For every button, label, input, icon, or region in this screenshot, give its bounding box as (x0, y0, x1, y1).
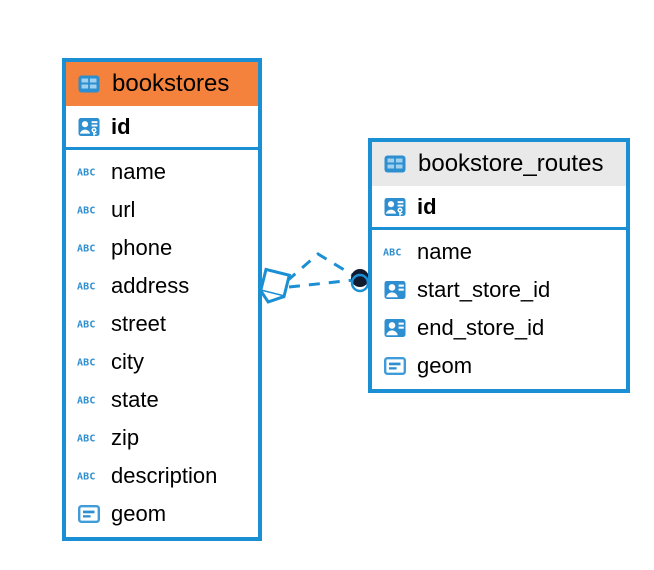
field-label: state (111, 387, 159, 412)
foreign-key-icon (382, 277, 408, 303)
field-row-name[interactable]: ABC name (372, 233, 626, 271)
svg-text:ABC: ABC (77, 358, 96, 369)
text-abc-icon: ABC (76, 273, 102, 299)
table-icon (76, 71, 102, 97)
foreign-key-icon (382, 315, 408, 341)
text-abc-icon: ABC (382, 239, 408, 265)
entity-header-bookstore-routes[interactable]: bookstore_routes (372, 142, 626, 186)
svg-text:ABC: ABC (77, 396, 96, 407)
entity-header-bookstores[interactable]: bookstores (66, 62, 258, 106)
relationship-source-diamond (258, 267, 292, 304)
primary-key-icon (76, 114, 102, 140)
field-row-address[interactable]: ABC address (66, 267, 258, 305)
relationship-branch-upper (286, 252, 357, 283)
field-list-bookstore-routes: ABC name start_store_id (372, 230, 626, 389)
field-label: phone (111, 235, 173, 260)
field-row-geom[interactable]: geom (66, 495, 258, 533)
primary-key-icon (382, 194, 408, 220)
relationship-target-ring (350, 273, 370, 293)
field-row-description[interactable]: ABC description (66, 457, 258, 495)
field-label: geom (111, 501, 167, 526)
field-label: description (111, 463, 218, 488)
svg-text:ABC: ABC (77, 244, 96, 255)
field-label: address (111, 273, 190, 298)
svg-text:ABC: ABC (77, 168, 96, 179)
field-row-state[interactable]: ABC state (66, 381, 258, 419)
table-icon (382, 151, 408, 177)
svg-text:ABC: ABC (77, 206, 96, 217)
svg-text:ABC: ABC (77, 320, 96, 331)
field-label: id (417, 193, 437, 219)
field-row-url[interactable]: ABC url (66, 191, 258, 229)
field-label: id (111, 113, 131, 139)
field-row-id[interactable]: id (372, 186, 626, 230)
svg-text:ABC: ABC (77, 472, 96, 483)
field-label: geom (417, 353, 473, 378)
field-label: name (417, 239, 473, 264)
field-row-phone[interactable]: ABC phone (66, 229, 258, 267)
text-abc-icon: ABC (76, 235, 102, 261)
field-row-end-store-id[interactable]: end_store_id (372, 309, 626, 347)
field-row-geom[interactable]: geom (372, 347, 626, 385)
text-abc-icon: ABC (76, 425, 102, 451)
field-row-id[interactable]: id (66, 106, 258, 150)
geometry-icon (76, 501, 102, 527)
geometry-icon (382, 353, 408, 379)
field-label: city (111, 349, 144, 374)
field-row-city[interactable]: ABC city (66, 343, 258, 381)
svg-text:ABC: ABC (77, 434, 96, 445)
relationship-branch-lower (288, 278, 355, 289)
field-row-start-store-id[interactable]: start_store_id (372, 271, 626, 309)
text-abc-icon: ABC (76, 387, 102, 413)
text-abc-icon: ABC (76, 311, 102, 337)
relationship-target-dot (351, 269, 369, 287)
svg-text:ABC: ABC (383, 248, 402, 259)
field-label: end_store_id (417, 315, 545, 340)
field-label: start_store_id (417, 277, 551, 302)
entity-table-bookstores[interactable]: bookstores id (62, 58, 262, 541)
text-abc-icon: ABC (76, 349, 102, 375)
text-abc-icon: ABC (76, 463, 102, 489)
field-row-name[interactable]: ABC name (66, 153, 258, 191)
entity-title: bookstores (112, 70, 230, 97)
field-row-zip[interactable]: ABC zip (66, 419, 258, 457)
text-abc-icon: ABC (76, 197, 102, 223)
entity-title: bookstore_routes (418, 150, 604, 177)
field-label: url (111, 197, 136, 222)
field-label: zip (111, 425, 140, 450)
field-row-street[interactable]: ABC street (66, 305, 258, 343)
field-label: street (111, 311, 167, 336)
svg-text:ABC: ABC (77, 282, 96, 293)
field-label: name (111, 159, 167, 184)
text-abc-icon: ABC (76, 159, 102, 185)
entity-table-bookstore-routes[interactable]: bookstore_routes id (368, 138, 630, 393)
field-list-bookstores: ABC name ABC url ABC (66, 150, 258, 537)
